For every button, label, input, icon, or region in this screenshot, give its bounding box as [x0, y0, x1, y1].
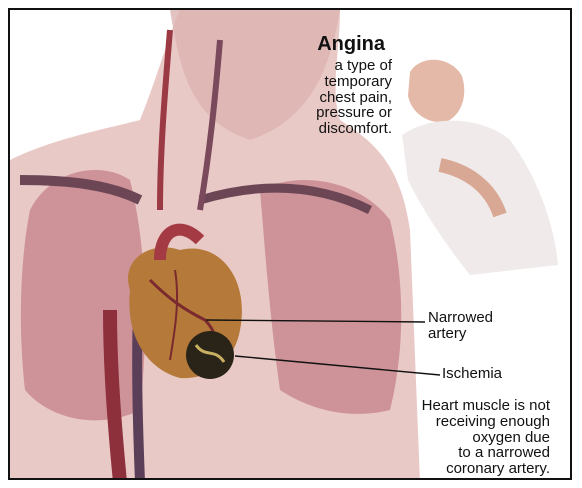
subtitle: a type of temporary chest pain, pressure…	[252, 58, 392, 137]
subtitle-line: temporary	[252, 74, 392, 90]
left-lung	[21, 170, 145, 420]
description-line: receiving enough	[360, 414, 550, 430]
subtitle-line: pressure or	[252, 105, 392, 121]
right-lung	[260, 180, 401, 414]
subtitle-line: discomfort.	[252, 121, 392, 137]
title: Angina	[317, 34, 385, 55]
description-line: oxygen due	[360, 430, 550, 446]
person-head	[408, 60, 464, 123]
narrowed-artery-line: Narrowed	[428, 310, 538, 326]
subtitle-line: chest pain,	[252, 90, 392, 106]
description-line: Heart muscle is not	[360, 398, 550, 414]
ischemia-description: Heart muscle is not receiving enough oxy…	[360, 398, 550, 477]
subtitle-line: a type of	[252, 58, 392, 74]
ischemia-label: Ischemia	[442, 366, 502, 382]
narrowed-artery-label: Narrowed artery	[428, 310, 538, 342]
ischemia-area	[186, 331, 234, 379]
description-line: to a narrowed	[360, 445, 550, 461]
illustration-frame: Angina a type of temporary chest pain, p…	[8, 8, 572, 480]
description-line: coronary artery.	[360, 461, 550, 477]
narrowed-artery-line: artery	[428, 326, 538, 342]
person-shirt	[402, 121, 558, 275]
